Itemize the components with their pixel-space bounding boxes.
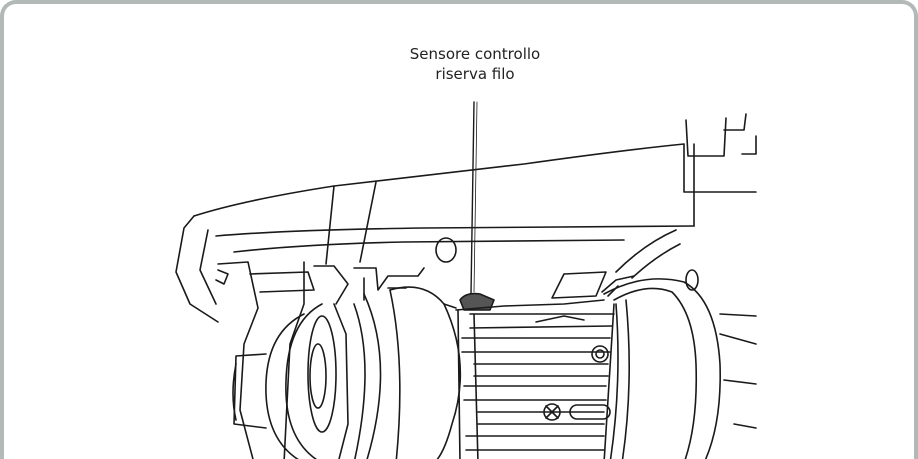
callout-leader-line	[470, 101, 478, 295]
callout-line-1: Sensore controllo	[409, 45, 541, 63]
left-frame	[215, 261, 425, 459]
upper-housing	[175, 113, 757, 323]
right-end-cap	[601, 269, 757, 459]
ribbed-drum	[457, 303, 615, 459]
callout-line-2: riserva filo	[435, 65, 515, 83]
central-disc	[389, 286, 462, 459]
machine-line-drawing	[175, 101, 757, 459]
thread-reserve-sensor	[455, 292, 605, 311]
sensor-callout-label: Sensore controllo riserva filo	[380, 44, 570, 84]
left-bobbin	[232, 293, 382, 459]
